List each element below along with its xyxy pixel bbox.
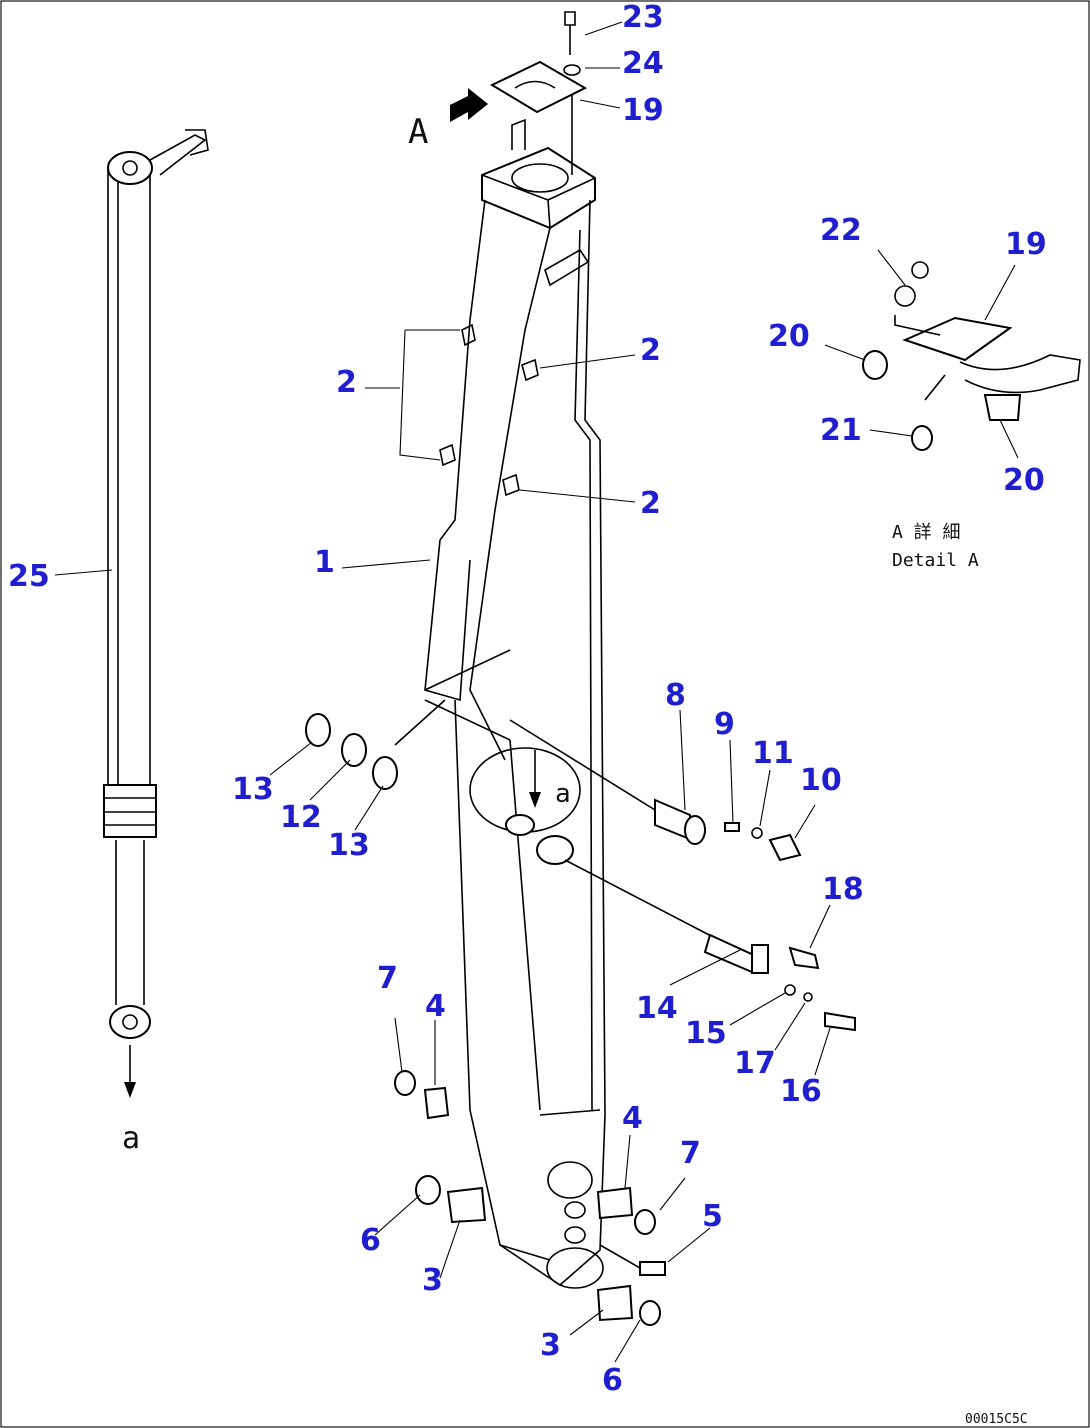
callout-14: 14: [636, 991, 678, 1026]
callout-19: 19: [1005, 227, 1047, 262]
cylinder-end-label: a: [122, 1121, 140, 1156]
bushings: [394, 1070, 666, 1326]
callout-3: 3: [422, 1263, 443, 1298]
callout-2: 2: [640, 333, 661, 368]
view-a-marker: A: [408, 88, 488, 152]
callout-17: 17: [734, 1046, 776, 1081]
callout-2: 2: [336, 365, 357, 400]
callout-12: 12: [280, 800, 322, 835]
callout-19: 19: [622, 93, 664, 128]
view-a-label: A: [408, 112, 428, 152]
detail-title-en: Detail A: [892, 550, 979, 571]
callout-9: 9: [714, 707, 735, 742]
callout-7: 7: [680, 1136, 701, 1171]
callout-2: 2: [640, 486, 661, 521]
callout-6: 6: [360, 1223, 381, 1258]
boom-cylinder: a: [103, 129, 209, 1156]
callout-20: 20: [1003, 463, 1045, 498]
callout-13: 13: [328, 828, 370, 863]
callout-18: 18: [822, 872, 864, 907]
callout-8: 8: [665, 678, 686, 713]
detail-a: A 詳 細 Detail A: [862, 261, 1081, 571]
callout-10: 10: [800, 763, 842, 798]
callout-15: 15: [685, 1016, 727, 1051]
callout-22: 22: [820, 213, 862, 248]
callout-24: 24: [622, 46, 664, 81]
shims: [305, 699, 446, 790]
callout-1: 1: [314, 545, 335, 580]
callouts: 25 1 2 2 2 3 3 4 4 5 6 6 7 7 8 9 10 11 1…: [8, 0, 1047, 1398]
callout-11: 11: [752, 736, 794, 771]
callout-16: 16: [780, 1074, 822, 1109]
document-code: 00015C5C: [965, 1412, 1028, 1427]
callout-25: 25: [8, 559, 50, 594]
callout-5: 5: [702, 1199, 723, 1234]
callout-23: 23: [622, 0, 664, 35]
callout-21: 21: [820, 413, 862, 448]
callout-7: 7: [377, 961, 398, 996]
top-cover-assembly: [489, 11, 588, 175]
boom-body: a: [424, 118, 606, 1289]
callout-3: 3: [540, 1328, 561, 1363]
pin-assembly: [509, 719, 856, 1032]
callout-4: 4: [425, 989, 446, 1024]
callout-4: 4: [622, 1101, 643, 1136]
boss-label: a: [555, 779, 571, 809]
callout-20: 20: [768, 319, 810, 354]
detail-title-jp: A 詳 細: [892, 522, 961, 543]
leader-lines: [54, 21, 1019, 1363]
callout-13: 13: [232, 772, 274, 807]
callout-6: 6: [602, 1363, 623, 1398]
